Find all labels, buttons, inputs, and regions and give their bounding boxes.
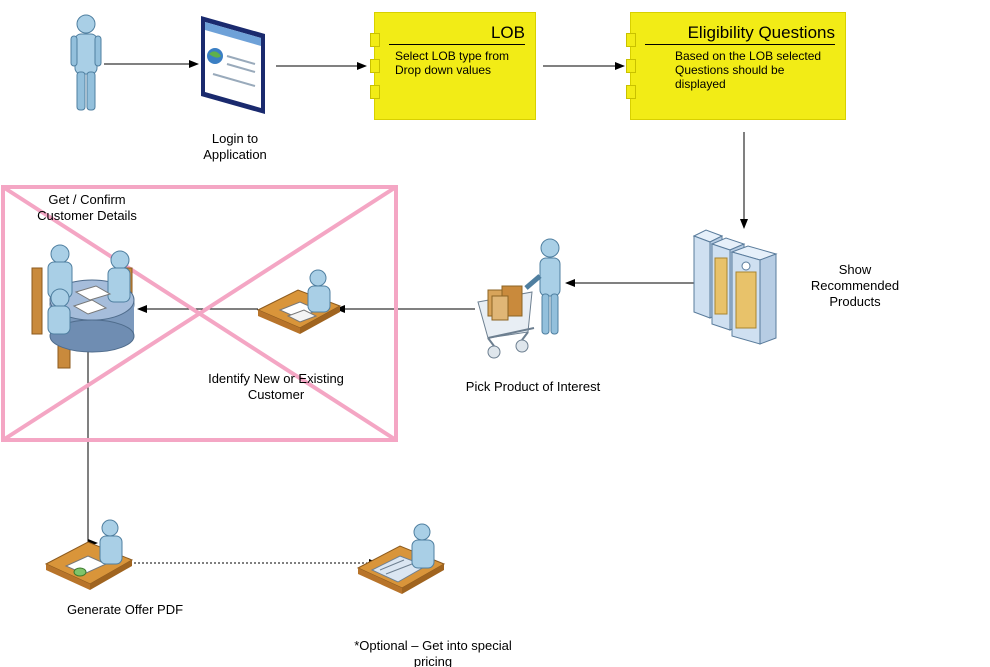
desk-worker-icon [356, 523, 446, 594]
identify-customer-label: Identify New or Existing Customer [190, 371, 362, 403]
lob-body-line2: Drop down values [395, 63, 492, 77]
eligibility-body-line1: Based on the LOB selected [675, 49, 822, 63]
lob-body-line1: Select LOB type from [395, 49, 510, 63]
eligibility-body-line3: displayed [675, 77, 726, 91]
server-stack-icon [692, 229, 778, 345]
eligibility-process-box: Eligibility Questions Based on the LOB s… [626, 12, 846, 120]
pick-product-label: Pick Product of Interest [465, 379, 601, 394]
eligibility-body-line2: Questions should be [675, 63, 785, 77]
login-label-line2: Application [203, 147, 267, 162]
confirm-details-label: Get / Confirm Customer Details [20, 192, 154, 224]
recommended-label-line3: Products [829, 294, 881, 309]
special-pricing-line1: *Optional – Get into special [354, 638, 512, 653]
recommended-label-line1: Show [838, 262, 872, 277]
login-label-line1: Login to [211, 131, 259, 146]
eligibility-title: Eligibility Questions [687, 23, 835, 42]
special-pricing-label: *Optional – Get into special pricing [330, 638, 536, 667]
strike-out-overlay [1, 185, 398, 442]
identify-customer-line1: Identify New or Existing [208, 371, 344, 386]
lob-process-box: LOB Select LOB type from Drop down value… [370, 12, 536, 120]
meeting-table-icon [31, 244, 135, 369]
generate-pdf-label: Generate Offer PDF [66, 602, 184, 617]
confirm-details-line2: Customer Details [37, 208, 137, 223]
recommended-label-line2: Recommended [810, 278, 900, 293]
confirm-details-line1: Get / Confirm [48, 192, 126, 207]
identify-customer-line2: Customer [247, 387, 305, 402]
login-label: Login to Application [175, 131, 295, 163]
shopping-cart-icon [477, 238, 561, 359]
web-page-icon [201, 16, 265, 114]
lob-title: LOB [490, 23, 525, 42]
desk-worker-icon [44, 519, 134, 590]
desk-worker-icon [256, 269, 342, 334]
recommended-label: Show Recommended Products [800, 262, 910, 310]
user-icon [70, 14, 102, 111]
special-pricing-line2: pricing [413, 654, 453, 667]
